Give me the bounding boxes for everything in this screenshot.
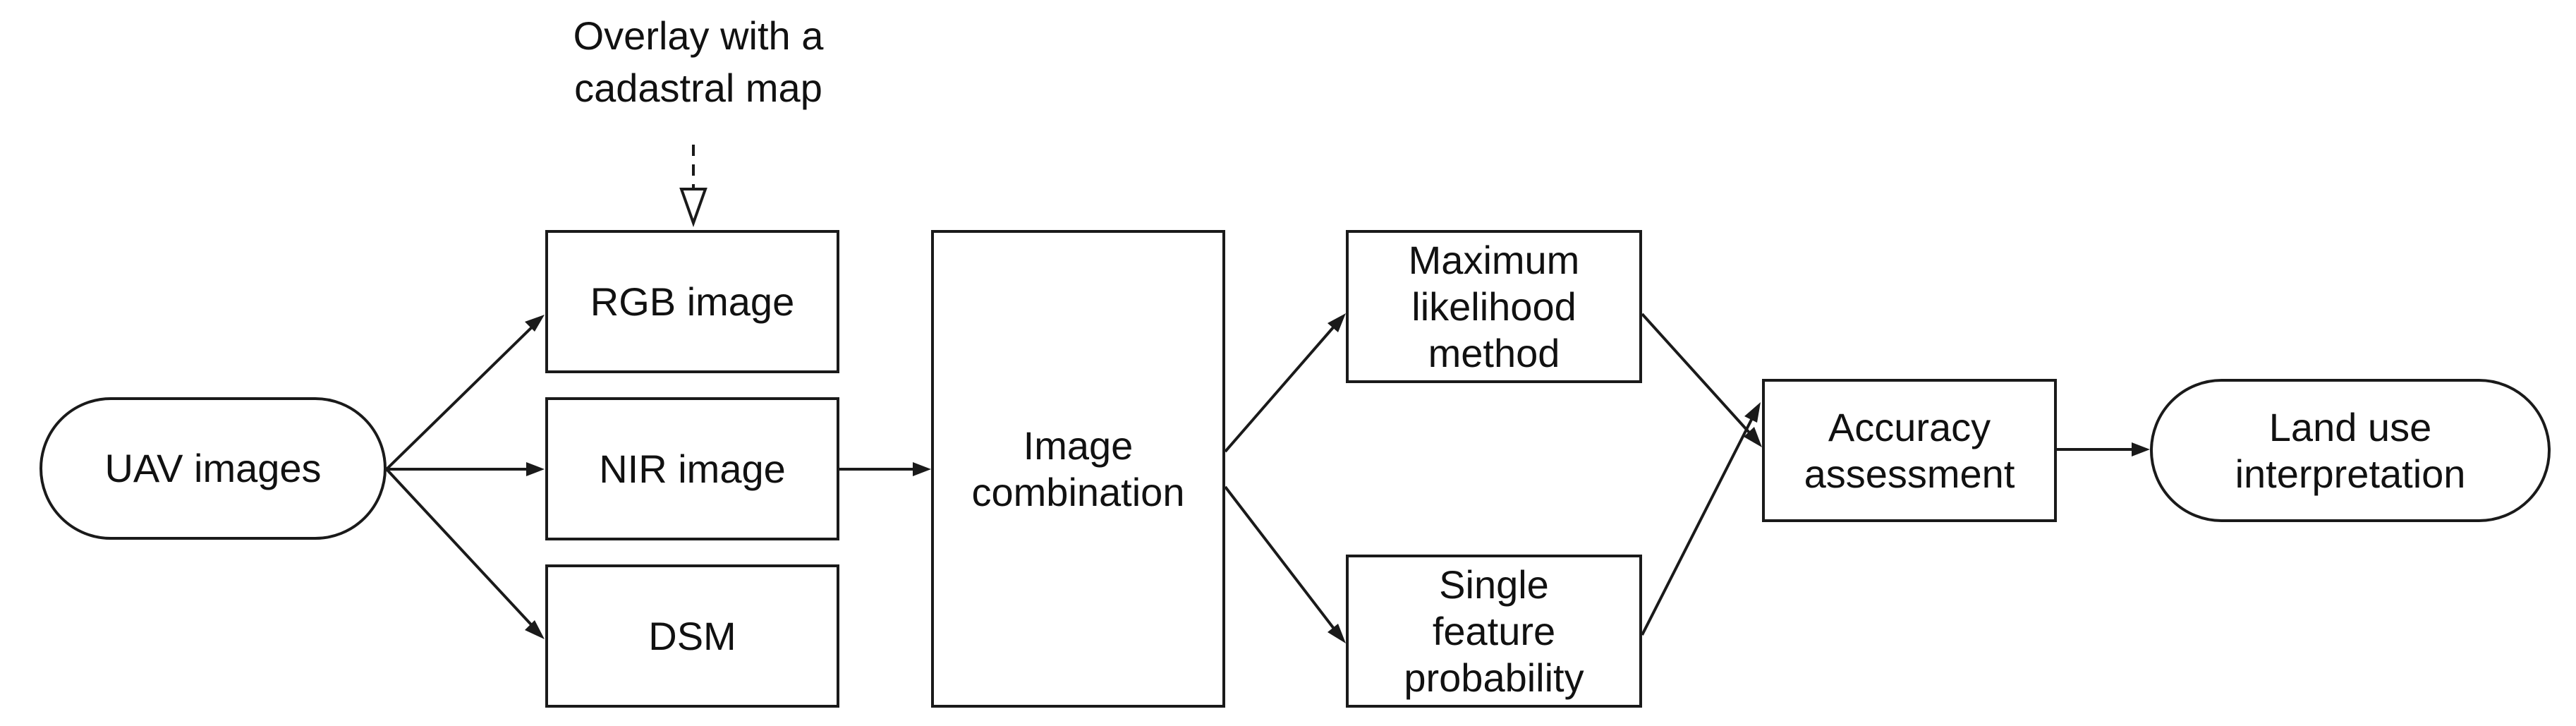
arrowhead-accuracy-to-land-use [2132, 442, 2150, 456]
arrow-single-feature-to-accuracy [1641, 412, 1756, 636]
node-dsm: DSM [545, 564, 839, 708]
arrow-uav-to-rgb [385, 320, 540, 471]
node-maximum-likelihood-method-label: Maximum likelihood method [1408, 237, 1580, 375]
arrow-uav-to-dsm [385, 468, 540, 634]
arrow-combination-to-max-likelihood [1224, 320, 1340, 453]
node-uav-images: UAV images [40, 397, 387, 540]
node-maximum-likelihood-method: Maximum likelihood method [1346, 230, 1642, 383]
node-image-combination: Image combination [931, 230, 1225, 708]
overlay-annotation: Overlay with a cadastral map [573, 13, 824, 110]
node-single-feature-probability-label: Single feature probability [1404, 562, 1584, 700]
node-image-combination-label: Image combination [971, 423, 1185, 514]
arrow-max-likelihood-to-accuracy [1641, 313, 1756, 440]
arrowhead-combination-to-max-likelihood [1328, 313, 1346, 332]
node-land-use-interpretation: Land use interpretation [2150, 379, 2551, 522]
node-nir-image-label: NIR image [599, 446, 786, 491]
node-accuracy-assessment-label: Accuracy assessment [1804, 404, 2015, 496]
node-land-use-interpretation-label: Land use interpretation [2235, 404, 2466, 496]
arrowhead-uav-to-nir [526, 462, 545, 476]
node-single-feature-probability: Single feature probability [1346, 555, 1642, 708]
arrowhead-single-feature-to-accuracy [1744, 402, 1761, 423]
arrowhead-max-likelihood-to-accuracy [1744, 427, 1762, 447]
arrowhead-combination-to-single-feature [1328, 624, 1346, 643]
arrow-combination-to-single-feature [1224, 485, 1340, 636]
arrowhead-nir-to-combination [913, 462, 931, 476]
arrowhead-uav-to-dsm [525, 620, 545, 639]
node-accuracy-assessment: Accuracy assessment [1762, 379, 2057, 522]
node-dsm-label: DSM [648, 613, 736, 658]
arrowhead-uav-to-rgb [525, 315, 545, 332]
node-nir-image: NIR image [545, 397, 839, 540]
node-uav-images-label: UAV images [104, 446, 322, 490]
node-rgb-image: RGB image [545, 230, 839, 373]
hollow-arrowhead-overlay-to-rgb [679, 188, 707, 227]
node-rgb-image-label: RGB image [590, 279, 795, 324]
